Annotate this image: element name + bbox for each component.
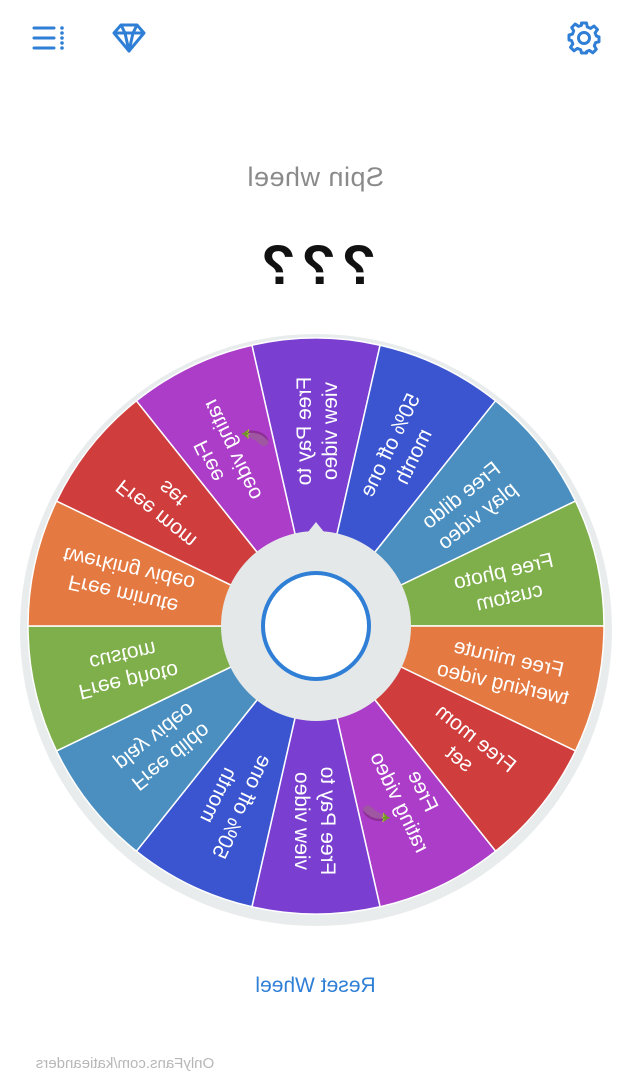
reset-wheel-button[interactable]: Reset Wheel xyxy=(255,974,376,997)
wheel-segment-text: Free Pay to xyxy=(316,767,339,876)
page-title: Spin wheel xyxy=(246,162,385,192)
wheel-segment xyxy=(251,625,381,915)
spin-button[interactable] xyxy=(261,571,371,681)
list-menu-icon[interactable] xyxy=(30,22,66,54)
wheel-pointer xyxy=(300,522,332,542)
watermark: OnlyFans.com/katieanders xyxy=(35,1055,215,1072)
gear-icon[interactable] xyxy=(566,20,602,56)
top-bar xyxy=(0,0,631,80)
wheel-segment-text: view video xyxy=(290,772,313,870)
diamond-icon[interactable] xyxy=(110,22,148,54)
wheel-segment-text: Free Pay to xyxy=(293,377,316,486)
spin-result: ??? xyxy=(255,233,376,296)
wheel-segment-text: view video xyxy=(319,382,342,480)
wheel-segment xyxy=(251,337,381,627)
